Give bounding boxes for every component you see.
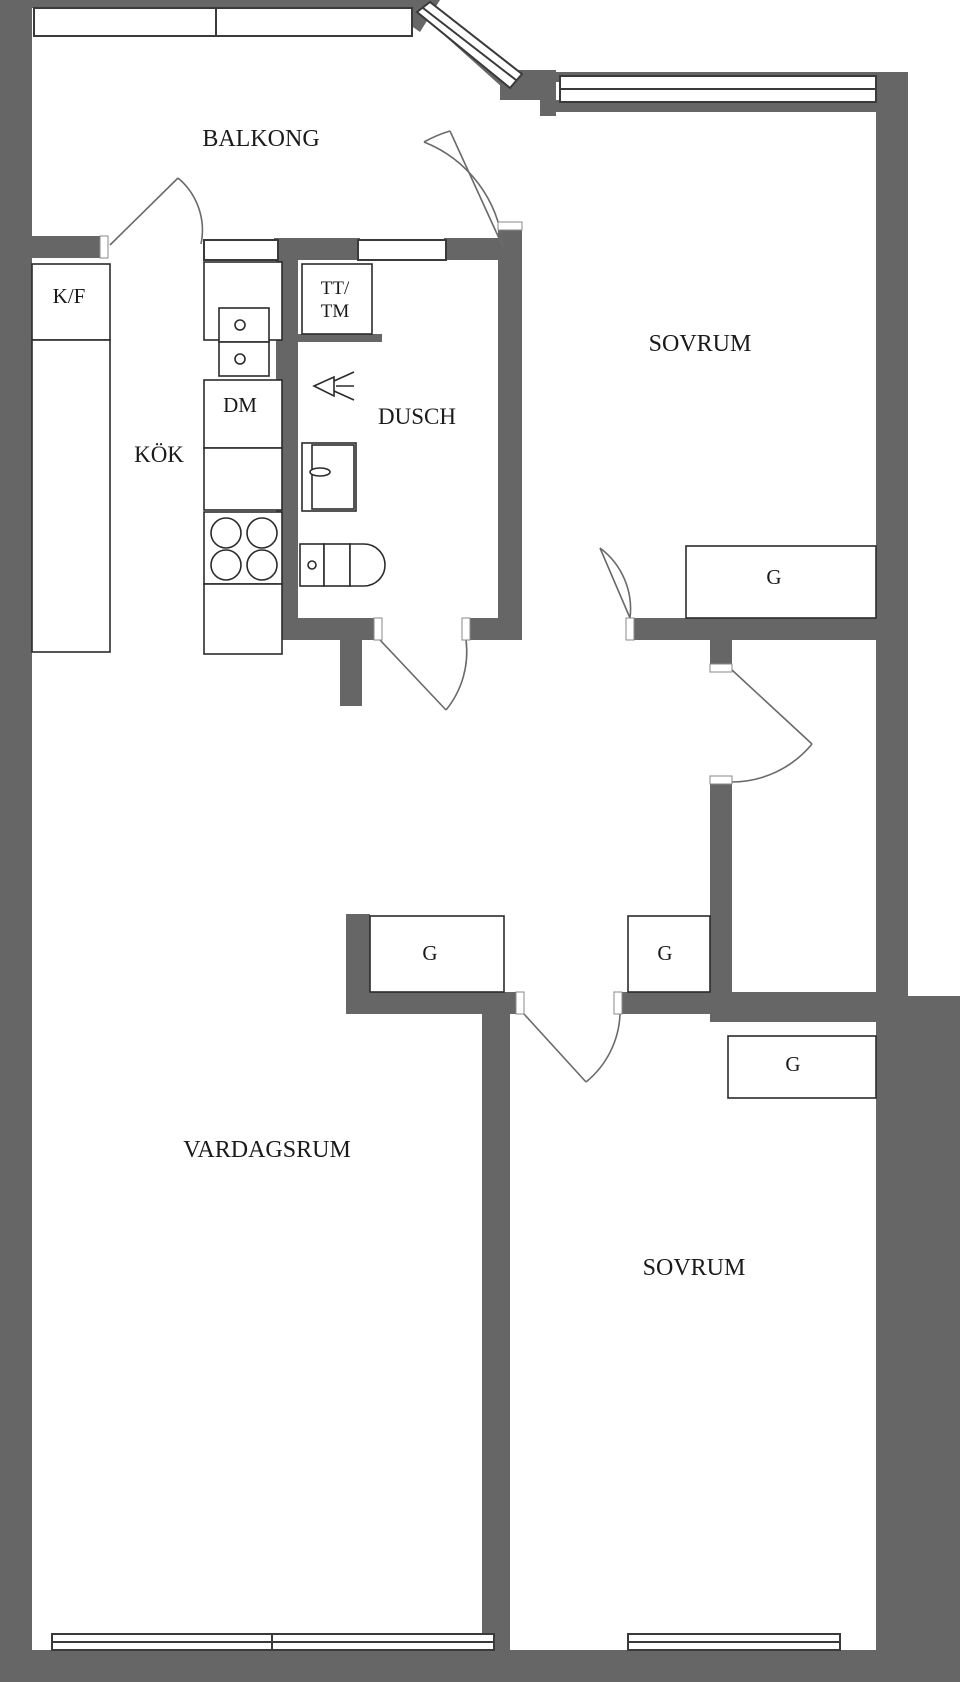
wall-hall-stub-vertical: [340, 640, 362, 706]
closet-bedroom2-box: [727, 1035, 877, 1099]
wall-top-balcony-band: [0, 0, 416, 8]
room-label-kok: KÖK: [134, 442, 184, 467]
door-jamb-hall-stub: [709, 663, 733, 673]
closet-hall-right-box: [627, 915, 711, 993]
stove-burners-icon-3: [210, 549, 242, 581]
door-swing-arc-icon-bath-arc: [445, 639, 468, 711]
wall-bottom-outer: [0, 1650, 960, 1682]
door-jamb-bedroom2-left: [515, 991, 525, 1015]
stove-burners-icon-2: [246, 517, 278, 549]
door-jamb-bath-left: [373, 617, 383, 641]
wall-right-outer-edge: [908, 996, 960, 1682]
toilet-icon-flush: [307, 560, 317, 570]
door-swing-arc-icon-balcony2-arc2: [423, 141, 504, 248]
fixture-label-dishwasher: DM: [223, 393, 257, 417]
window-group: [33, 0, 877, 1651]
toilet-icon-bowl: [349, 543, 386, 587]
wall-hall-to-bedroom1: [630, 618, 876, 640]
kitchen-fixtures: [31, 261, 283, 655]
door-jamb-balcony-kitchen: [99, 235, 109, 259]
door-swing-arc-icon-bedroom2-leaf: [523, 1013, 587, 1083]
door-jamb-hall-bottom: [709, 775, 733, 785]
sink-icon-faucet: [309, 467, 331, 477]
closet-label-hall-right: G: [657, 941, 672, 965]
wall-livingroom-bedroom2-divider: [482, 1010, 510, 1658]
room-label-vardagsrum: VARDAGSRUM: [183, 1137, 351, 1163]
wall-closet-hall-right-bottom-2: [710, 996, 960, 1022]
kitchen-counter-bottom: [203, 583, 283, 655]
shower-head-icon-spray-2: [333, 371, 355, 382]
door-swing-arc-icon-bedroom1-arc: [599, 547, 632, 619]
kitchen-counter-mid: [203, 447, 283, 511]
wall-right-outer: [876, 88, 908, 1682]
door-jamb-bedroom2-right: [613, 991, 623, 1015]
door-jamb-balcony-bedroom: [497, 221, 523, 231]
wall-hall-right-vertical: [710, 782, 732, 1010]
wall-bath-bottom-right: [466, 618, 522, 640]
wall-top-right-corner: [876, 72, 908, 116]
shower-head-icon: [312, 375, 335, 398]
wall-left-outer: [0, 0, 32, 1682]
door-swing-arc-icon-hall-leaf: [731, 669, 813, 745]
closet-label-bedroom2: G: [785, 1052, 800, 1076]
door-swing-arc-icon-balcony: [109, 177, 179, 246]
fridge-freezer-upper: [31, 263, 111, 341]
stove-burners-icon-4: [246, 549, 278, 581]
wall-bath-right: [498, 222, 522, 636]
room-label-sovrum-2: SOVRUM: [643, 1255, 746, 1281]
closet-label-hall-left: G: [422, 941, 437, 965]
door-group: [109, 130, 813, 1083]
door-swing-arc-icon-bedroom1-leaf: [599, 547, 631, 619]
wall-tt-tm-shelf: [298, 334, 382, 342]
wall-closet-hall-left-bottom: [346, 992, 524, 1014]
washer-dryer-unit: [301, 263, 373, 335]
room-label-dusch: DUSCH: [378, 404, 456, 429]
door-swing-arc-icon-balcony2-leaf: [449, 130, 504, 248]
closet-hall-left-box: [369, 915, 505, 993]
window-icon-bath: [357, 239, 447, 261]
stove-burners-icon-1: [210, 517, 242, 549]
toilet-icon-seat-base: [323, 543, 351, 587]
sink-icon-inner: [311, 444, 355, 510]
kitchen-sink-drain-2: [234, 353, 246, 365]
door-jamb-bedroom1-left: [625, 617, 635, 641]
dishwasher-unit: [203, 379, 283, 449]
window-icon-balcony-angled-mullion: [422, 7, 517, 81]
wall-kitchen-top-left-stub: [0, 236, 108, 258]
room-label-balkong: BALKONG: [202, 126, 319, 152]
window-icon-balcony-top-right: [215, 7, 413, 37]
fixture-label-fridge-freezer: K/F: [53, 284, 86, 308]
wall-hall-stub-right: [710, 640, 732, 670]
fixture-label-washer-dryer-line1: TT/: [321, 278, 350, 299]
door-jamb-group: [99, 221, 733, 1015]
room-label-sovrum-1: SOVRUM: [649, 331, 752, 357]
fixture-label-washer-dryer-line2: TM: [321, 301, 350, 322]
door-swing-arc-icon-balcony-arc: [177, 177, 204, 245]
shower-head-icon-spray-3: [333, 390, 355, 401]
bathroom-fixtures: [299, 263, 386, 587]
door-swing-arc-icon-hall-arc: [731, 743, 813, 783]
door-swing-arc-icon-bedroom2-arc: [585, 1013, 621, 1083]
window-icon-kitchen: [203, 239, 279, 261]
door-swing-arc-icon-balcony2-arc: [423, 130, 451, 143]
window-icon-balcony-top-left: [33, 7, 217, 37]
wall-bath-bottom: [276, 618, 380, 640]
closet-bedroom1-box: [685, 545, 877, 619]
door-jamb-bath-right: [461, 617, 471, 641]
closet-label-bedroom1: G: [766, 565, 781, 589]
door-swing-arc-icon-bath-leaf: [379, 639, 447, 711]
closet-group: [369, 545, 877, 1099]
fridge-freezer-lower: [31, 339, 111, 653]
kitchen-sink-drain-1: [234, 319, 246, 331]
wall-bedroom2-top-right: [876, 1012, 908, 1124]
label-group: BALKONG SOVRUM KÖK DUSCH VARDAGSRUM SOVR…: [53, 126, 801, 1281]
